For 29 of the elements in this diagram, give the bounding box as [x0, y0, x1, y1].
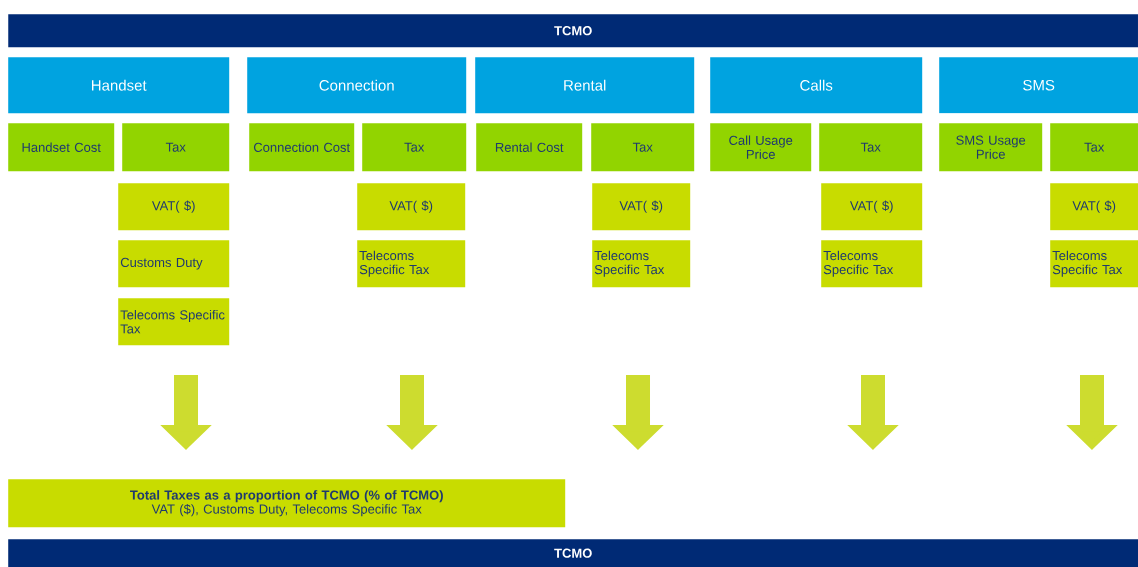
tax-box: Tax [362, 123, 467, 172]
title-bar: TCMO [8, 539, 1138, 567]
tax-box: Tax [1050, 123, 1138, 172]
tax-component-box: Telecoms Specific Tax [118, 298, 230, 346]
category-header: Connection [247, 57, 467, 114]
tax-component-box: Telecoms Specific Tax [1050, 240, 1138, 288]
cost-box: Handset Cost [8, 123, 115, 172]
cost-box: Call Usage Price [710, 123, 812, 172]
tax-box: Tax [591, 123, 695, 172]
category-header: Calls [710, 57, 923, 114]
cost-box: SMS Usage Price [939, 123, 1043, 172]
tax-component-box: VAT( $) [118, 183, 230, 231]
tax-component-box: Telecoms Specific Tax [357, 240, 466, 288]
category-header: SMS [939, 57, 1138, 114]
tax-component-box: VAT( $) [357, 183, 466, 231]
tax-component-box: VAT( $) [821, 183, 923, 231]
tax-component-box: Customs Duty [118, 240, 230, 288]
tax-component-box: Telecoms Specific Tax [592, 240, 691, 288]
title-bar: TCMO [8, 14, 1138, 48]
tax-component-box: VAT( $) [592, 183, 691, 231]
tax-component-box: Telecoms Specific Tax [821, 240, 923, 288]
category-header: Handset [8, 57, 230, 114]
category-header: Rental [475, 57, 695, 114]
tax-component-box: VAT( $) [1050, 183, 1138, 231]
cost-box: Connection Cost [249, 123, 355, 172]
cost-box: Rental Cost [476, 123, 583, 172]
summary-box: Total Taxes as a proportion of TCMO (% of TCMO) VAT ($), Customs Duty, Telecoms Specific Tax [8, 479, 566, 528]
tax-box: Tax [122, 123, 230, 172]
tax-box: Tax [819, 123, 923, 172]
